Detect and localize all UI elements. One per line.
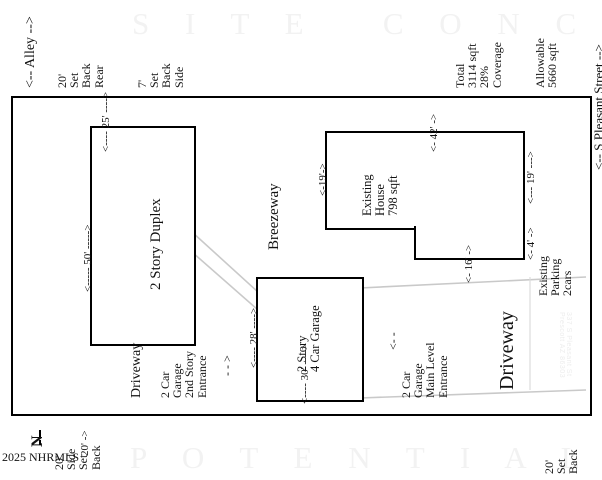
structure-duplex: [90, 126, 196, 346]
annotation-garage-main-level-entrance: 2 Car Garage Main Level Entrance: [399, 342, 450, 398]
structure-duplex-label: 2 Story Duplex: [148, 198, 164, 290]
annotation-breezeway: Breezeway: [266, 183, 282, 250]
structure-existing-house-wing: [414, 226, 525, 260]
setback-rear: 20' Set Back Rear: [55, 63, 106, 88]
existing-house-label: Existing House 798 sqft: [360, 174, 400, 216]
existing-house-dim-right: <--- 19' --->: [525, 151, 537, 204]
garage-dim-left: <---- 28' ---->: [248, 307, 260, 368]
coverage-allowable: Allowable 5660 sqft: [533, 38, 560, 88]
structure-existing-house: [325, 131, 525, 230]
existing-house-dim-left: <-19'->: [317, 163, 329, 196]
structure-garage: [256, 277, 364, 402]
alley-label: <-- Alley -->: [23, 16, 38, 88]
annotation-existing-parking: Existing Parking 2cars: [536, 255, 575, 296]
coverage-total: Total 3114 sqft 28% Coverage: [453, 42, 504, 88]
annotation-garage-2nd-story-entrance: 2 Car Garage 2nd Story Entrance: [158, 350, 209, 398]
mls-credit: 2025 NHRMLS: [2, 450, 80, 464]
existing-house-dim-top: <- 42' ->: [428, 113, 440, 152]
watermark-potential-build: P O T E N T I A L B U I L D: [130, 440, 593, 475]
street-label: <-- S Pleasant Street -->: [591, 44, 602, 170]
existing-house-dim-bottom: <- 16' ->: [463, 244, 475, 283]
garage-2nd-story-arrow-icon: - - >: [220, 355, 234, 376]
north-arrow-stem: [39, 440, 41, 445]
north-arrow-icon: [39, 430, 41, 437]
annotation-driveway-right: Driveway: [496, 311, 518, 390]
parcel-boundary: [11, 96, 592, 416]
setback-side-top: 7' Set Back Side: [135, 63, 186, 88]
garage-main-level-arrow-icon: <- -: [386, 332, 400, 350]
garage-dim-bottom: <---- 30' ---->: [299, 343, 311, 404]
duplex-dim-height: <----- 50' ----->: [82, 224, 94, 292]
setback-bottom-right: 20' Set Back: [542, 449, 581, 474]
watermark-site-concept: S I T E C O N C E P T: [132, 6, 591, 41]
annotation-driveway-left: Driveway: [129, 342, 144, 398]
duplex-dim-width: <---- 25' ---->: [100, 91, 112, 152]
